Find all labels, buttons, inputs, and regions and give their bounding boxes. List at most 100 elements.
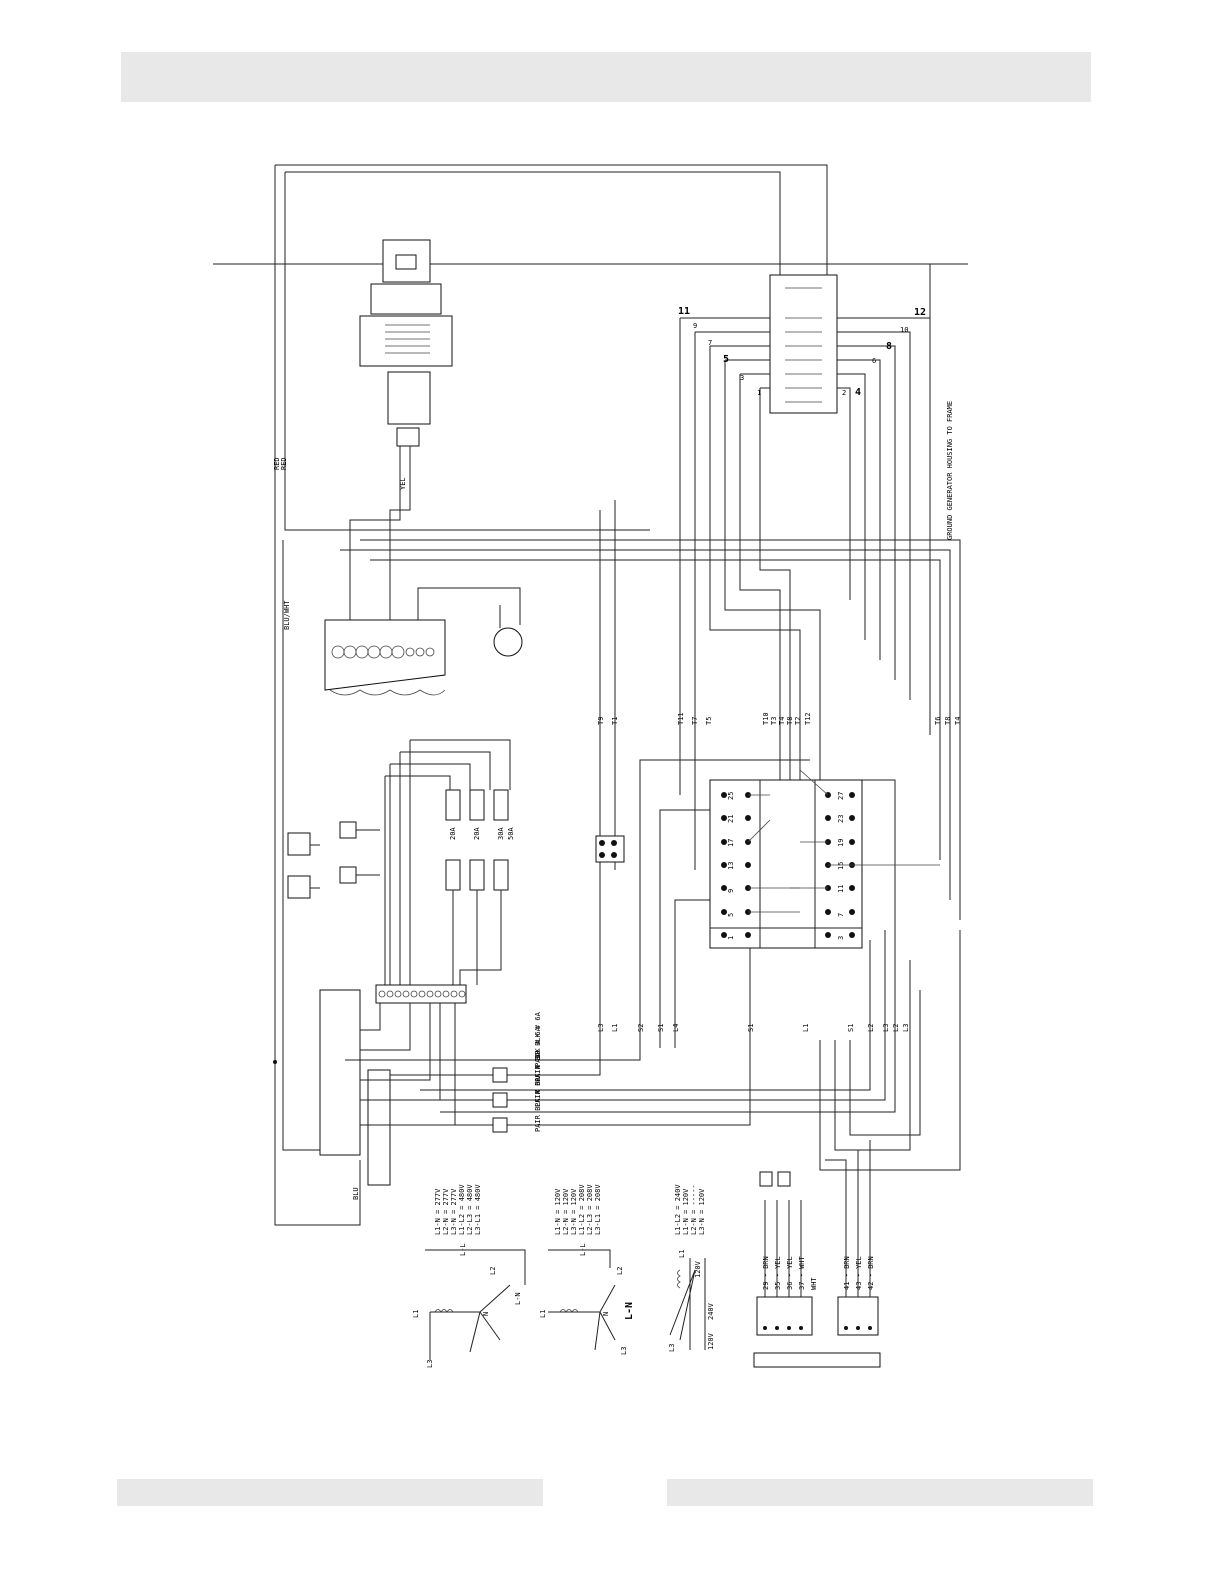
lead-3: 3 bbox=[740, 374, 744, 382]
svg-text:L-N: L-N bbox=[514, 1292, 522, 1305]
t7-label: T7 bbox=[691, 717, 699, 725]
t2-label: T2 bbox=[794, 717, 802, 725]
outer-wires bbox=[213, 164, 968, 1226]
t12-label: T12 bbox=[804, 712, 812, 725]
legend-block-2: 41 - BRN 43 - YEL 42 - BRN bbox=[825, 1140, 879, 1336]
blu-label: BLU bbox=[352, 1187, 360, 1200]
contact-5: 5 bbox=[727, 913, 735, 917]
ground-label-group: GROUND GENERATOR HOUSING TO FRAME bbox=[929, 264, 954, 540]
line-l3c: L3 bbox=[902, 1024, 910, 1032]
line-l2b: L2 bbox=[892, 1024, 900, 1032]
svg-text:L1: L1 bbox=[539, 1310, 547, 1318]
svg-text:L1-L2 = 208V: L1-L2 = 208V bbox=[578, 1184, 586, 1235]
contact-9: 9 bbox=[727, 889, 735, 893]
delta-diagram-3: L1 L3 120V 240V 120V bbox=[668, 1250, 715, 1352]
t8b-label: T8 bbox=[944, 717, 952, 725]
lead-11: 11 bbox=[678, 306, 690, 317]
svg-text:L3: L3 bbox=[620, 1347, 628, 1355]
line-l1b: L1 bbox=[802, 1024, 810, 1032]
contact-21: 21 bbox=[727, 815, 735, 823]
red-label-1: RED bbox=[273, 457, 281, 470]
svg-text:L3: L3 bbox=[668, 1344, 676, 1352]
lead-9: 9 bbox=[693, 322, 697, 330]
caption-box bbox=[753, 1352, 881, 1368]
lower-bus: PAIR BLK # 6A PAIR BLK # 6A PAIR BLK # 6… bbox=[345, 759, 961, 1171]
line-l1: L1 bbox=[611, 1024, 619, 1032]
bus-wires bbox=[340, 500, 961, 920]
svg-text:L1-N = 120V: L1-N = 120V bbox=[682, 1188, 690, 1235]
svg-text:L1-N = 277V: L1-N = 277V bbox=[434, 1188, 442, 1235]
legend-block-1: 29 - BRN 35 - YEL 36 - YEL 37 - WHT WHT bbox=[756, 1171, 818, 1336]
contact-25: 25 bbox=[727, 792, 735, 800]
gauge-label-1: PAIR BLK # 6A bbox=[534, 1011, 542, 1067]
svg-text:N: N bbox=[482, 1312, 490, 1316]
contact-19: 19 bbox=[837, 839, 845, 847]
header-bar bbox=[121, 52, 1091, 102]
contact-1: 1 bbox=[727, 936, 735, 940]
contact-15: 15 bbox=[837, 862, 845, 870]
voltage-table-1: L1-N = 277V L2-N = 277V L3-N = 277V L1-L… bbox=[434, 1184, 482, 1235]
lead-1: 1 bbox=[757, 389, 761, 397]
svg-text:36 - YEL: 36 - YEL bbox=[786, 1256, 794, 1290]
blu-wht-label: BLU/WHT bbox=[283, 600, 291, 630]
t10-label: T10 bbox=[762, 712, 770, 725]
svg-text:L3-N = 277V: L3-N = 277V bbox=[450, 1188, 458, 1235]
line-s1b: S1 bbox=[747, 1024, 755, 1032]
svg-text:L1-L2 = 240V: L1-L2 = 240V bbox=[674, 1184, 682, 1235]
t4b-label: T4 bbox=[954, 717, 962, 725]
svg-text:42 - BRN: 42 - BRN bbox=[867, 1256, 875, 1290]
lead-6: 6 bbox=[872, 357, 876, 365]
svg-text:240V: 240V bbox=[707, 1302, 715, 1320]
line-s2: S2 bbox=[637, 1024, 645, 1032]
voltage-table-2: L1-N = 120V L2-N = 120V L3-N = 120V L1-L… bbox=[554, 1184, 602, 1235]
footer-right-bar bbox=[667, 1479, 1093, 1506]
svg-text:37 - WHT: 37 - WHT bbox=[798, 1255, 806, 1290]
svg-text:L3: L3 bbox=[426, 1360, 434, 1368]
gauge-label-3: PAIR BLK # 6A bbox=[534, 1051, 542, 1107]
breaker-label-3: 30A bbox=[497, 827, 505, 840]
lead-2: 2 bbox=[842, 389, 846, 397]
t6-label: T6 bbox=[934, 717, 942, 725]
svg-text:N: N bbox=[602, 1312, 610, 1316]
svg-text:35 - YEL: 35 - YEL bbox=[774, 1256, 782, 1290]
svg-text:29 - BRN: 29 - BRN bbox=[762, 1256, 770, 1290]
t3-label: T3 bbox=[770, 717, 778, 725]
svg-text:L2: L2 bbox=[616, 1267, 624, 1275]
svg-text:WHT: WHT bbox=[810, 1277, 818, 1290]
line-s1a: S1 bbox=[657, 1024, 665, 1032]
exciter-assembly: YEL bbox=[349, 239, 453, 650]
svg-text:L2-N = -----: L2-N = ----- bbox=[690, 1184, 698, 1235]
svg-text:L2-N = 120V: L2-N = 120V bbox=[562, 1188, 570, 1235]
svg-text:L3-N = 120V: L3-N = 120V bbox=[570, 1188, 578, 1235]
left-wire-labels: RED RED BLU/WHT BLU bbox=[273, 457, 360, 1200]
terminal-labels-top: T9 T1 T11 T7 T5 T10 T3 T4 T8 T2 T12 T6 T… bbox=[597, 712, 962, 725]
svg-text:L2-L3 = 208V: L2-L3 = 208V bbox=[586, 1184, 594, 1235]
contact-27: 27 bbox=[837, 792, 845, 800]
line-s1c: S1 bbox=[847, 1024, 855, 1032]
ground-label: GROUND GENERATOR HOUSING TO FRAME bbox=[946, 401, 954, 540]
svg-text:41 - BRN: 41 - BRN bbox=[843, 1256, 851, 1290]
svg-text:L3-L1 = 208V: L3-L1 = 208V bbox=[594, 1184, 602, 1235]
line-l3b: L3 bbox=[882, 1024, 890, 1032]
contact-13: 13 bbox=[727, 862, 735, 870]
t11-label: T11 bbox=[677, 712, 685, 725]
svg-text:L1: L1 bbox=[678, 1250, 686, 1258]
lead-5: 5 bbox=[723, 354, 729, 365]
breaker-label-1: 20A bbox=[449, 827, 457, 840]
line-l4: L4 bbox=[672, 1024, 680, 1032]
yel-label: YEL bbox=[399, 477, 407, 490]
line-l2: L2 bbox=[867, 1024, 875, 1032]
svg-text:L3-N = 120V: L3-N = 120V bbox=[698, 1188, 706, 1235]
lead-7: 7 bbox=[708, 339, 712, 347]
breaker-line-labels: L3 L1 S2 S1 L4 S1 L1 S1 L2 L3 L2 L3 bbox=[597, 1024, 910, 1032]
t8-label: T8 bbox=[786, 717, 794, 725]
svg-text:L1-N = 120V: L1-N = 120V bbox=[554, 1188, 562, 1235]
breaker-label-2: 20A bbox=[473, 827, 481, 840]
contact-3: 3 bbox=[837, 936, 845, 940]
contact-11: 11 bbox=[837, 885, 845, 893]
svg-text:L3-L1 = 480V: L3-L1 = 480V bbox=[474, 1184, 482, 1235]
gauge-label-2: PAIR BLK # 6A bbox=[534, 1026, 542, 1082]
breaker-bank: 20A 20A 30A 50A bbox=[287, 739, 515, 985]
wye-diagram-1: L1 L2 L3 N L-N L-L bbox=[412, 1243, 526, 1368]
